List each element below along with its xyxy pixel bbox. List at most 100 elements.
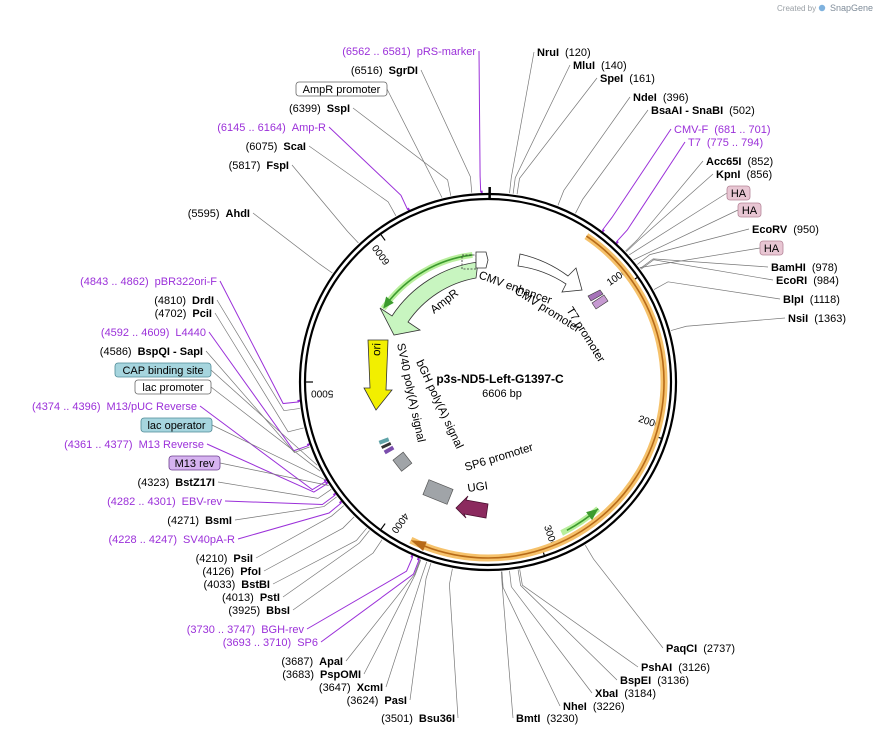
connector-line (449, 568, 459, 719)
site-position: (1363) (814, 313, 846, 325)
site-name: NsiI (788, 313, 808, 325)
enzyme-label[interactable]: BspEI(3136) (620, 675, 689, 687)
connector-line (255, 505, 344, 559)
ampr-primer-arrowhead (383, 296, 394, 309)
enzyme-label[interactable]: (4810)DrdI (154, 295, 214, 307)
enzyme-label[interactable]: MluI(140) (573, 60, 627, 72)
feature-sv40-label: SV40 poly(A) signal (394, 342, 427, 443)
enzyme-label[interactable]: BmtI(3230) (516, 713, 578, 725)
connector-line (352, 107, 452, 196)
primer-label[interactable]: (3693 .. 3710)SP6 (223, 637, 318, 649)
enzyme-label[interactable]: NheI(3226) (563, 701, 625, 713)
feature-tag-pink[interactable]: HA (726, 185, 751, 201)
feature-sp6-promoter[interactable]: SP6 promoter (422, 442, 535, 505)
primer-label[interactable]: (6145 .. 6164)Amp-R (217, 122, 326, 134)
feature-ori[interactable]: ori (363, 339, 393, 411)
primer-label[interactable]: (4228 .. 4247)SV40pA-R (109, 534, 236, 546)
enzyme-label[interactable]: (4013)PstI (222, 592, 280, 604)
enzyme-label[interactable]: (4702)PciI (155, 308, 212, 320)
site-position: (3647) (319, 682, 351, 694)
enzyme-label[interactable]: SpeI(161) (600, 73, 655, 85)
enzyme-label[interactable]: (4323)BstZ17I (137, 477, 215, 489)
connector-line (501, 571, 561, 707)
enzyme-label[interactable]: (3624)PasI (347, 695, 407, 707)
connector-line (670, 317, 786, 331)
enzyme-label[interactable]: EcoRI(984) (776, 275, 839, 287)
feature-tag-label: lac operator (147, 420, 205, 432)
primer-label[interactable]: (6562 .. 6581)pRS-marker (342, 46, 476, 58)
enzyme-label[interactable]: NruI(120) (537, 47, 591, 59)
connector-line (584, 545, 664, 649)
enzyme-label[interactable]: BsaAI - SnaBI(502) (651, 105, 755, 117)
feature-tag-blue[interactable]: lac operator (140, 417, 213, 433)
site-name: EcoRV (752, 224, 788, 236)
enzyme-label[interactable]: EcoRV(950) (752, 224, 819, 236)
feature-tag-blue[interactable]: CAP binding site (114, 362, 212, 378)
enzyme-label[interactable]: NsiI (1363) (788, 313, 846, 325)
enzyme-label[interactable]: (3925)BbsI (228, 605, 290, 617)
site-position: (5595) (188, 208, 220, 220)
enzyme-label[interactable]: (5817)FspI (229, 160, 289, 172)
site-name: XbaI (595, 688, 618, 700)
enzyme-label[interactable]: (4033)BstBI (203, 579, 270, 591)
enzyme-label[interactable]: PshAI(3126) (641, 662, 710, 674)
primer-label[interactable]: (4374 .. 4396)M13/pUC Reverse (32, 401, 197, 413)
primer-label[interactable]: (3730 .. 3747)BGH-rev (187, 624, 305, 636)
feature-tag-pink[interactable]: HA (737, 202, 762, 218)
feature-sv40-polya[interactable]: SV40 poly(A) signal (394, 342, 427, 443)
feature-tag-label: CAP binding site (122, 365, 203, 377)
primer-label[interactable]: (4843 .. 4862)pBR322ori-F (80, 276, 217, 288)
site-name: SspI (327, 103, 350, 115)
enzyme-label[interactable]: (3687)ApaI (281, 656, 343, 668)
site-position: (4228 .. 4247) (109, 534, 178, 546)
connector-line (626, 173, 714, 252)
site-position: (2737) (703, 643, 735, 655)
primer-label[interactable]: (4282 .. 4301)EBV-rev (107, 496, 222, 508)
site-position: (4033) (203, 579, 235, 591)
primer-label[interactable]: (4361 .. 4377)M13 Reverse (64, 439, 204, 451)
site-name: PstI (260, 592, 280, 604)
enzyme-label[interactable]: XbaI(3184) (595, 688, 656, 700)
enzyme-label[interactable]: Acc65I(852) (706, 156, 773, 168)
enzyme-label[interactable]: BamHI(978) (771, 262, 838, 274)
site-position: (3730 .. 3747) (187, 624, 256, 636)
enzyme-label[interactable]: (6516)SgrDI (351, 65, 418, 77)
primer-label[interactable]: T7(775 .. 794) (688, 137, 763, 149)
enzyme-label[interactable]: (3647)XcmI (319, 682, 383, 694)
enzyme-label[interactable]: (3683)PspOMI (282, 669, 361, 681)
feature-tag-purple[interactable]: M13 rev (168, 455, 221, 471)
enzyme-label[interactable]: (4586)BspQI - SapI (100, 346, 203, 358)
site-name: EBV-rev (182, 496, 223, 508)
site-name: PsiI (233, 553, 253, 565)
enzyme-label[interactable]: (6075)ScaI (246, 141, 306, 153)
enzyme-label[interactable]: (4126)PfoI (202, 566, 261, 578)
enzyme-label[interactable]: (3501)Bsu36I (381, 713, 455, 725)
feature-tag-pink[interactable]: HA (759, 240, 784, 256)
connector-line (478, 50, 482, 193)
connector-line (308, 145, 397, 216)
site-name: NheI (563, 701, 587, 713)
enzyme-label[interactable]: NdeI(396) (633, 92, 689, 104)
enzyme-label[interactable]: (4210)PsiI (196, 553, 253, 565)
site-name: L4440 (175, 327, 206, 339)
primer-site-marker (601, 229, 605, 233)
primer-label[interactable]: (4592 .. 4609)L4440 (101, 327, 206, 339)
enzyme-label[interactable]: (6399)SspI (289, 103, 350, 115)
site-position: (3501) (381, 713, 413, 725)
feature-tag-plain[interactable]: lac promoter (134, 379, 212, 395)
connector-line (237, 502, 342, 540)
feature-tag-box (168, 455, 221, 471)
site-position: (4271) (167, 515, 199, 527)
site-position: (1118) (810, 294, 840, 306)
enzyme-label[interactable]: PaqCI(2737) (666, 643, 735, 655)
enzyme-label[interactable]: (5595)AhdI (188, 208, 250, 220)
feature-tag-plain[interactable]: AmpR promoter (295, 81, 388, 97)
enzyme-label[interactable]: (4271)BsmI (167, 515, 232, 527)
feature-ugi[interactable]: UGI (455, 480, 489, 519)
plasmid-length: 6606 bp (482, 388, 522, 400)
enzyme-label[interactable]: KpnI(856) (716, 169, 772, 181)
primer-label[interactable]: CMV-F(681 .. 701) (674, 124, 771, 136)
enzyme-label[interactable]: BlpI(1118) (783, 294, 840, 306)
site-name: Amp-R (292, 122, 326, 134)
primer-site-marker (416, 557, 420, 561)
